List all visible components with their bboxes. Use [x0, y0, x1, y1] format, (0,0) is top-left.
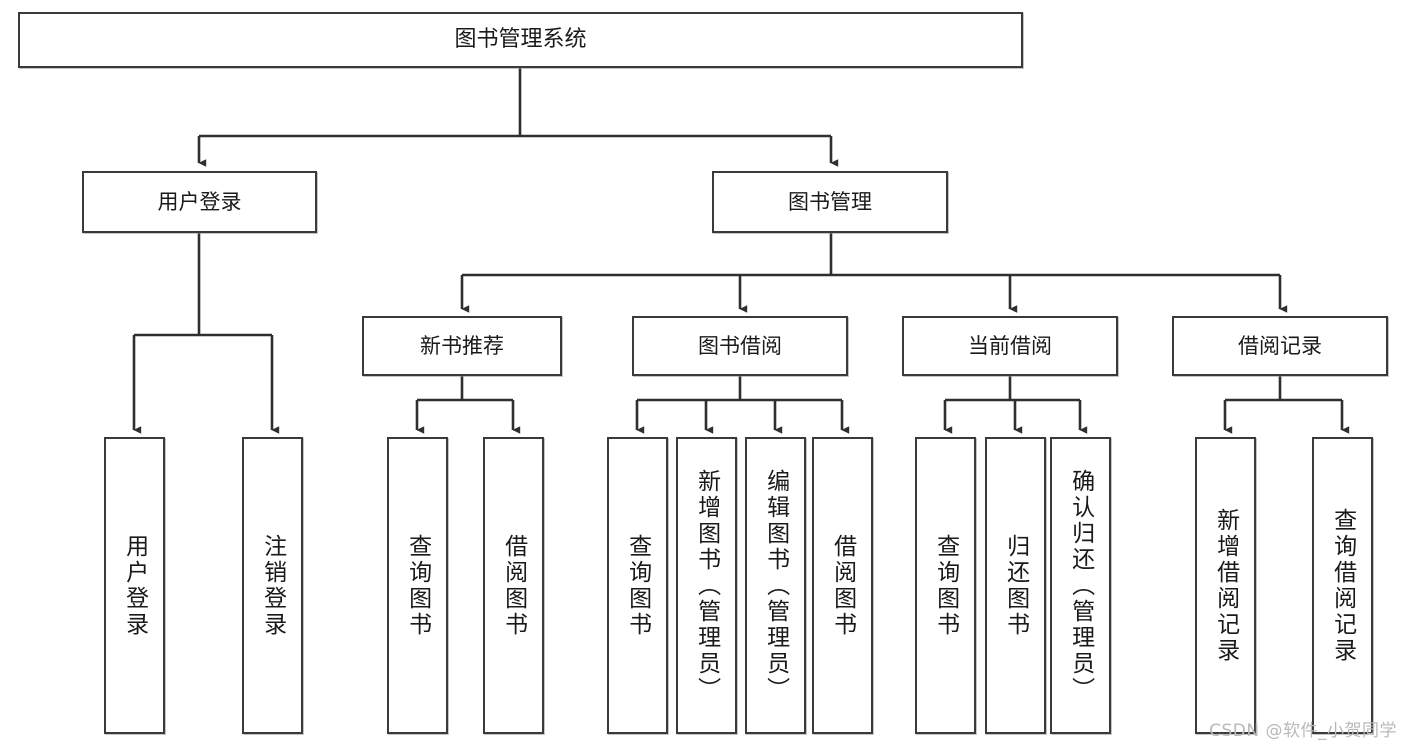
node-label: 查询借阅记录: [1329, 507, 1356, 664]
node-leaf-book-borrow-edit-admin[interactable]: 编辑图书（管理员）: [745, 437, 806, 734]
node-label: 借阅记录: [1238, 333, 1322, 358]
edge-new-book-bus: [417, 376, 513, 402]
node-label: 借阅图书: [829, 533, 856, 638]
edge-borrow-record-bus: [1225, 376, 1342, 402]
node-leaf-current-borrow-return[interactable]: 归还图书: [985, 437, 1046, 734]
node-leaf-new-book-borrow[interactable]: 借阅图书: [483, 437, 544, 734]
node-current-borrowing[interactable]: 当前借阅: [902, 316, 1118, 376]
node-label: 查询图书: [932, 533, 959, 638]
node-leaf-new-book-query[interactable]: 查询图书: [387, 437, 448, 734]
node-leaf-borrow-record-query[interactable]: 查询借阅记录: [1312, 437, 1373, 734]
node-book-management[interactable]: 图书管理: [712, 171, 948, 233]
node-leaf-book-borrow-add-admin[interactable]: 新增图书（管理员）: [676, 437, 737, 734]
node-label: 新书推荐: [420, 333, 504, 358]
edge-current-borrow-bus: [945, 376, 1080, 402]
node-label: 新增借阅记录: [1212, 507, 1239, 664]
node-label: 图书管理系统: [454, 27, 587, 52]
node-label: 注销登录: [259, 533, 286, 638]
node-book-management-system[interactable]: 图书管理系统: [18, 12, 1023, 68]
node-label: 借阅图书: [500, 533, 527, 638]
csdn-watermark: CSDN @软件_小贺同学: [1209, 721, 1397, 741]
node-new-book-recommendation[interactable]: 新书推荐: [362, 316, 562, 376]
node-book-borrowing[interactable]: 图书借阅: [632, 316, 848, 376]
node-label: 用户登录: [157, 189, 242, 214]
node-label: 归还图书: [1002, 533, 1029, 638]
node-user-login[interactable]: 用户登录: [82, 171, 317, 233]
node-label: 图书管理: [788, 189, 872, 214]
edge-book-borrow-bus: [637, 376, 842, 402]
node-label: 用户登录: [121, 533, 148, 638]
node-label: 确认归还（管理员）: [1067, 468, 1094, 703]
node-label: 图书借阅: [698, 333, 782, 358]
edge-book-manage-bus: [462, 233, 1280, 277]
node-leaf-current-borrow-query[interactable]: 查询图书: [915, 437, 976, 734]
node-label: 新增图书（管理员）: [693, 468, 720, 703]
node-label: 查询图书: [404, 533, 431, 638]
node-label: 查询图书: [624, 533, 651, 638]
node-label: 编辑图书（管理员）: [762, 468, 789, 703]
node-leaf-book-borrow-query[interactable]: 查询图书: [607, 437, 668, 734]
edge-root-bus: [199, 68, 831, 138]
node-leaf-book-borrow-borrow[interactable]: 借阅图书: [812, 437, 873, 734]
node-leaf-current-borrow-confirm-return-admin[interactable]: 确认归还（管理员）: [1050, 437, 1111, 734]
edge-user-login-bus: [134, 233, 272, 337]
node-leaf-user-login-logout[interactable]: 注销登录: [242, 437, 303, 734]
node-label: 当前借阅: [968, 333, 1052, 358]
node-leaf-user-login-login[interactable]: 用户登录: [104, 437, 165, 734]
node-borrowing-record[interactable]: 借阅记录: [1172, 316, 1388, 376]
node-leaf-borrow-record-add[interactable]: 新增借阅记录: [1195, 437, 1256, 734]
